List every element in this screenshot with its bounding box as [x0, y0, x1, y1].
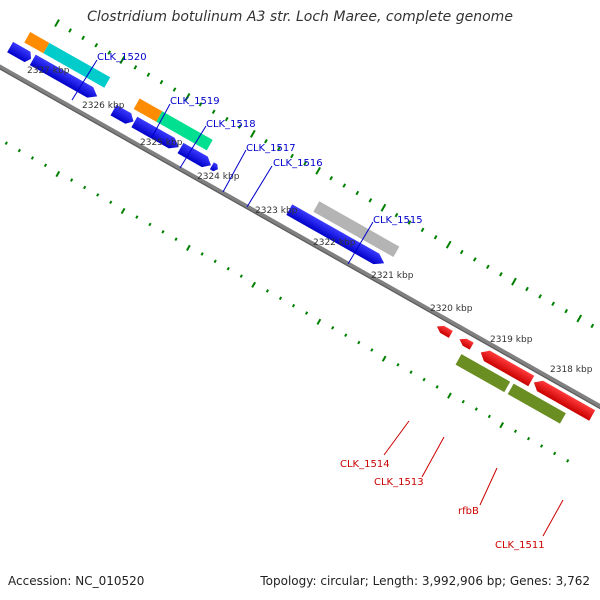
gene-label-rfbb[interactable]: rfbB [458, 506, 479, 517]
map-title: Clostridium botulinum A3 str. Loch Maree… [87, 9, 513, 25]
tick-label: 2325 kbp [140, 138, 183, 148]
gene-arrow-clk1511[interactable] [531, 377, 596, 421]
tick-label: 2324 kbp [197, 172, 240, 182]
tick-label: 2321 kbp [371, 271, 414, 281]
cog-block-rfbb-olive[interactable] [455, 354, 511, 393]
gene-label-clk1511[interactable]: CLK_1511 [495, 540, 545, 551]
tick-label: 2323 kbp [255, 206, 298, 216]
cog-block-clk1511-olive[interactable] [507, 383, 566, 424]
gene-label-clk1516[interactable]: CLK_1516 [273, 158, 323, 169]
cog-block-clk1515-grey[interactable] [313, 201, 400, 258]
gene-arrow-clk1519[interactable] [110, 104, 137, 127]
forward-gene-labels: CLK_1520 CLK_1519 CLK_1518 CLK_1517 CLK_… [97, 52, 423, 226]
gene-label-clk1517[interactable]: CLK_1517 [246, 143, 296, 154]
gene-label-clk1515[interactable]: CLK_1515 [373, 215, 423, 226]
tick-label: 2319 kbp [490, 335, 533, 345]
tick-labels: 2327 kbp 2326 kbp 2325 kbp 2324 kbp 2323… [27, 66, 593, 375]
gene-label-clk1518[interactable]: CLK_1518 [206, 119, 256, 130]
gene-label-clk1513[interactable]: CLK_1513 [374, 477, 424, 488]
reverse-callouts [383, 420, 564, 537]
gene-label-clk1519[interactable]: CLK_1519 [170, 96, 220, 107]
reverse-genes [435, 323, 596, 421]
gene-arrow-fwd[interactable] [7, 41, 34, 64]
genome-summary-text: Topology: circular; Length: 3,992,906 bp… [260, 574, 590, 588]
cog-block-clk1520-cyan[interactable] [43, 42, 111, 88]
gene-arrow-clk1516[interactable] [209, 162, 220, 172]
cog-block-clk1519-orange[interactable] [133, 98, 163, 122]
accession-text: Accession: NC_010520 [8, 574, 145, 588]
gene-label-clk1520[interactable]: CLK_1520 [97, 52, 147, 63]
gene-arrow-clk1514[interactable] [435, 323, 453, 338]
gene-arrow-rfbb[interactable] [478, 347, 535, 387]
reverse-gene-labels: CLK_1514 CLK_1513 rfbB CLK_1511 [340, 459, 545, 551]
forward-genes [7, 41, 387, 268]
tick-label: 2326 kbp [82, 101, 125, 111]
gene-arrow-clk1513[interactable] [458, 336, 474, 350]
tick-label: 2327 kbp [27, 66, 70, 76]
gene-arrow-clk1515[interactable] [286, 204, 387, 268]
tick-label: 2322 kbp [313, 238, 356, 248]
tick-label: 2320 kbp [430, 304, 473, 314]
tick-label: 2318 kbp [550, 365, 593, 375]
tick-marks-inner [4, 141, 570, 463]
gene-arrow-clk1517[interactable] [177, 142, 214, 171]
cog-block-clk1518-green[interactable] [156, 111, 213, 151]
genome-backbone-shadow [0, 37, 600, 432]
gene-label-clk1514[interactable]: CLK_1514 [340, 459, 390, 470]
cog-block-clk1520-orange[interactable] [24, 31, 50, 54]
gene-arrow-clk1518[interactable] [131, 116, 181, 153]
forward-callouts [71, 59, 374, 265]
genome-backbone [0, 33, 600, 432]
tick-marks-outer [54, 19, 595, 329]
